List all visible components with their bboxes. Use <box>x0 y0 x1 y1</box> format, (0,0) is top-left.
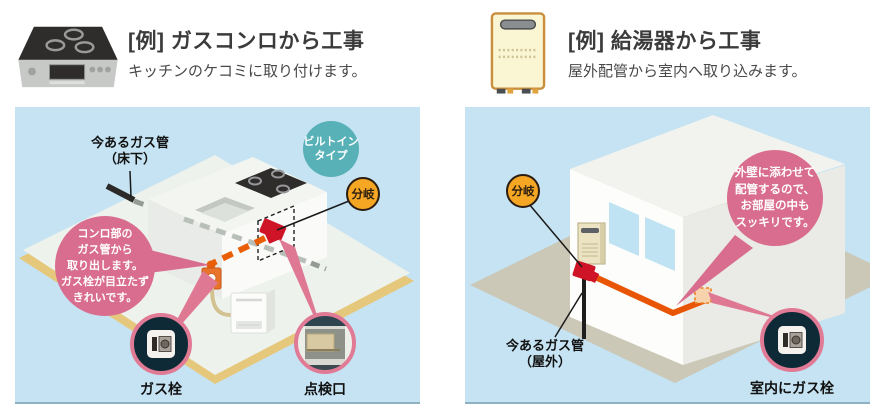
branch-pointer-line <box>528 203 583 268</box>
pipe-label-pointer-line <box>554 292 583 338</box>
window <box>645 217 675 271</box>
left-title: [例] ガスコンロから工事 <box>128 30 365 53</box>
right-diagram-panel: 分岐 外壁に添わせて 配管するので、 お部屋の中も スッキリです。 今あるガス管… <box>465 107 870 404</box>
existing-pipe-label: 今あるガス管 （床下） <box>90 135 169 166</box>
pipe-under-floor-dashed <box>183 216 312 266</box>
branch-fitting <box>259 218 287 244</box>
left-subtitle: キッチンのケコミに取り付けます。 <box>128 63 367 80</box>
built-in-type-badge: ビルトイン タイプ <box>303 121 359 177</box>
branch-pointer-line <box>276 200 350 231</box>
new-gas-pipe-orange <box>591 273 708 316</box>
callout-circle-inspection-port <box>294 312 356 374</box>
pipe-label-pointer-line <box>129 170 132 198</box>
gas-tap-label: ガス栓 <box>140 381 182 397</box>
branch-badge: 分岐 <box>506 174 540 208</box>
inspection-port-label: 点検口 <box>304 381 346 397</box>
existing-pipe-label: 今あるガス管 （屋外） <box>505 338 584 369</box>
gas-stove-icon <box>16 17 120 96</box>
callout-pointers <box>676 235 790 322</box>
right-subtitle: 屋外配管から室内へ取り込みます。 <box>568 63 807 80</box>
wall-penetration-point <box>694 287 712 304</box>
fan-heater <box>230 289 275 334</box>
right-title: [例] 給湯器から工事 <box>568 30 762 53</box>
left-diagram-panel: 今あるガス管 （床下） ビルトイン タイプ 分岐 コンロ部の ガス管から 取り出… <box>15 107 420 404</box>
branch-badge: 分岐 <box>346 177 380 211</box>
water-heater-unit <box>577 222 606 265</box>
water-heater-icon <box>490 11 546 100</box>
window <box>609 202 639 256</box>
branch-area-outline <box>257 204 295 263</box>
branch-fitting <box>572 260 600 283</box>
note-bubble: コンロ部の ガス管から 取り出します。 ガス栓が目立たず きれいです。 <box>55 216 155 316</box>
indoor-gas-tap-label: 室内にガス栓 <box>750 380 834 396</box>
gas-hose <box>210 287 232 317</box>
note-bubble: 外壁に添わせて 配管するので、 お部屋の中も スッキリです。 <box>727 150 823 246</box>
callout-circle-gas-tap <box>130 313 192 375</box>
callout-circle-indoor-gas-tap <box>760 308 824 372</box>
